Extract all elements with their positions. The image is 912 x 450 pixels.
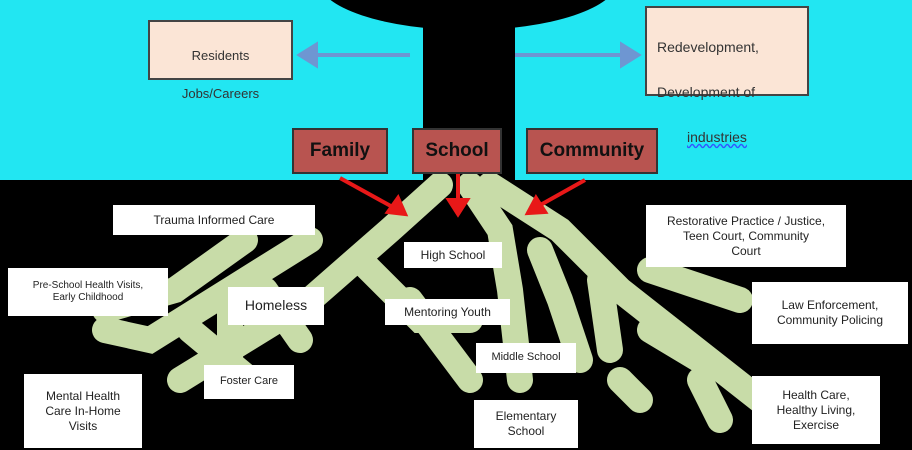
- root-right-b2: [587, 267, 623, 363]
- label-homeless: Homeless: [228, 287, 324, 325]
- label-trauma-informed-care: Trauma Informed Care: [113, 205, 315, 235]
- pillar-family: Family: [292, 128, 388, 174]
- label-law-enforcement: Law Enforcement, Community Policing: [752, 282, 908, 344]
- label-elementary-school: Elementary School: [474, 400, 578, 448]
- pillar-school: School: [412, 128, 502, 174]
- root-right-b3: [637, 317, 713, 373]
- residents-line2: Jobs/Careers: [181, 85, 260, 101]
- blue-arrow-left-head: [296, 41, 318, 69]
- arrow-family-head: [384, 193, 409, 217]
- root-right-b4: [637, 257, 753, 313]
- residents-box: Residents Jobs/Careers: [148, 20, 293, 101]
- label-mental-health: Mental Health Care In-Home Visits: [24, 374, 142, 448]
- label-middle-school: Middle School: [476, 343, 576, 373]
- redevelopment-line1: Redevelopment,: [657, 39, 759, 56]
- redevelopment-box: Redevelopment, Development of industries: [645, 6, 809, 145]
- root-center: [457, 172, 533, 393]
- blue-arrow-right-head: [620, 41, 642, 69]
- label-mentoring-youth: Mentoring Youth: [385, 299, 510, 325]
- label-preschool: Pre-School Health Visits, Early Childhoo…: [8, 268, 168, 316]
- arrow-community-head: [524, 194, 549, 216]
- arrow-family: [339, 176, 399, 212]
- redevelopment-line3: industries: [687, 128, 747, 145]
- label-health-care: Health Care, Healthy Living, Exercise: [752, 376, 880, 444]
- redevelopment-line2: Development of: [657, 84, 756, 101]
- root-right-b5: [607, 367, 653, 413]
- pillar-community: Community: [526, 128, 658, 174]
- arrow-school-head: [445, 198, 471, 218]
- residents-line1: Residents: [191, 47, 250, 63]
- root-left-branch: [92, 227, 323, 354]
- label-high-school: High School: [404, 242, 502, 268]
- root-right-b1: [527, 237, 593, 373]
- arrow-community: [534, 178, 586, 210]
- root-right-b6: [687, 367, 733, 433]
- label-foster-care: Foster Care: [204, 365, 294, 399]
- label-restorative-practice: Restorative Practice / Justice, Teen Cou…: [646, 205, 846, 267]
